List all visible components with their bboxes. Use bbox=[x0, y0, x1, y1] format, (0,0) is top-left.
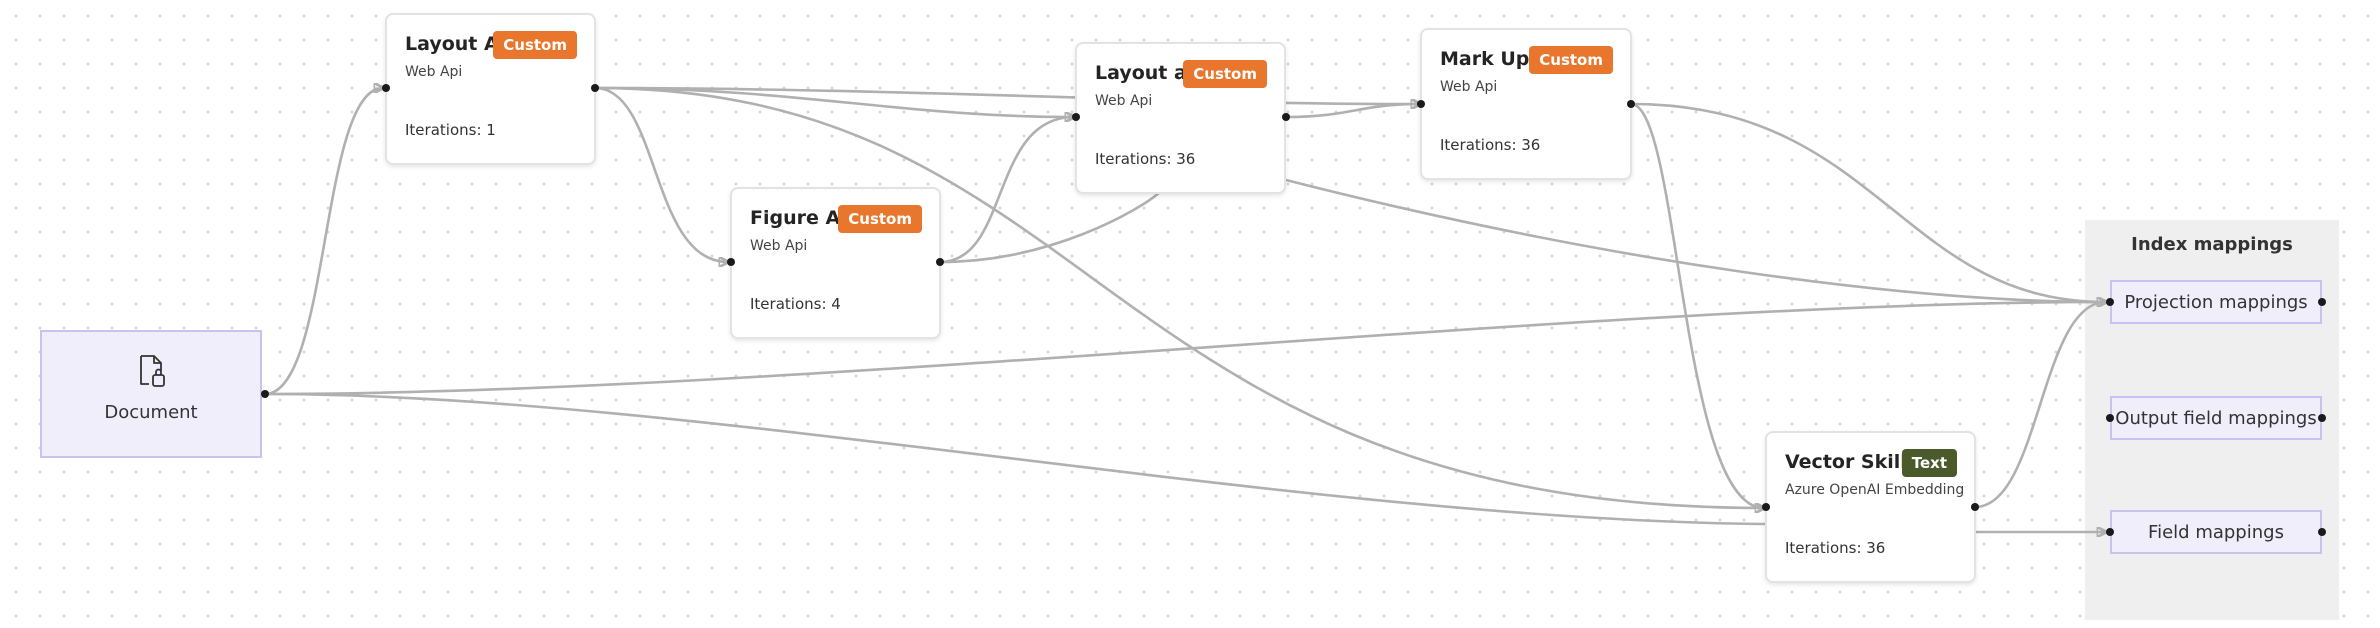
skill-subtitle: Web Api bbox=[1440, 79, 1498, 95]
skill-node-figure-analyzer[interactable]: Figure An... Custom Web Api Iterations: … bbox=[730, 187, 941, 339]
skill-iterations: Iterations: 4 bbox=[750, 295, 841, 313]
document-icon bbox=[140, 355, 165, 387]
figure-analyzer-input-port[interactable] bbox=[727, 258, 735, 266]
index-mappings-title: Index mappings bbox=[2131, 234, 2293, 255]
skill-iterations: Iterations: 36 bbox=[1785, 539, 1886, 557]
text-badge: Text bbox=[1901, 449, 1957, 477]
edge-document-to-projection-mappings bbox=[264, 302, 2106, 396]
skill-node-layout-analyzer-1[interactable]: Layout An... Custom Web Api Iterations: … bbox=[385, 13, 596, 165]
edge-figure-analyzer-to-markup bbox=[939, 191, 1161, 264]
skill-subtitle: Azure OpenAI Embedding bbox=[1785, 482, 1965, 498]
skill-subtitle: Web Api bbox=[1095, 93, 1153, 109]
skill-subtitle: Web Api bbox=[750, 238, 808, 254]
edge-markup-to-vector-skill bbox=[1630, 102, 1764, 508]
markup-input-port[interactable] bbox=[1417, 100, 1425, 108]
layout-analyzer-1-output-port[interactable] bbox=[591, 84, 599, 92]
custom-badge: Custom bbox=[1529, 46, 1613, 74]
field-mappings-output-port[interactable] bbox=[2318, 528, 2326, 536]
field-mappings-input-port[interactable] bbox=[2106, 528, 2114, 536]
output-field-mappings-node[interactable]: Output field mappings bbox=[2110, 396, 2322, 440]
layout-analyzer-2-input-port[interactable] bbox=[1072, 113, 1080, 121]
edge-document-to-vector-skill bbox=[264, 392, 1767, 526]
edge-markup-to-projection-mappings bbox=[1630, 102, 2106, 302]
skill-iterations: Iterations: 36 bbox=[1440, 136, 1541, 154]
custom-badge: Custom bbox=[493, 31, 577, 59]
layout-analyzer-2-output-port[interactable] bbox=[1282, 113, 1290, 121]
projection-mappings-output-port[interactable] bbox=[2318, 298, 2326, 306]
markup-output-port[interactable] bbox=[1627, 100, 1635, 108]
edge-layout-analyzer-1-to-figure-analyzer bbox=[594, 86, 728, 262]
skill-node-markup[interactable]: Mark Up ... Custom Web Api Iterations: 3… bbox=[1420, 28, 1632, 180]
skill-subtitle: Web Api bbox=[405, 64, 463, 80]
skill-title: Vector Skill bbox=[1785, 451, 1907, 473]
figure-analyzer-output-port[interactable] bbox=[936, 258, 944, 266]
edge-layout-analyzer-1-to-markup bbox=[594, 86, 1420, 104]
edge-document-to-layout-analyzer-1 bbox=[264, 88, 383, 396]
layout-analyzer-1-input-port[interactable] bbox=[382, 84, 390, 92]
document-output-port[interactable] bbox=[261, 390, 269, 398]
field-mappings-node[interactable]: Field mappings bbox=[2110, 510, 2322, 554]
projection-mappings-input-port[interactable] bbox=[2106, 298, 2114, 306]
document-node[interactable]: Document bbox=[40, 330, 262, 458]
vector-skill-input-port[interactable] bbox=[1762, 503, 1770, 511]
skill-iterations: Iterations: 1 bbox=[405, 121, 496, 139]
edge-figure-analyzer-to-layout-analyzer-2 bbox=[939, 117, 1074, 264]
skill-node-layout-analyzer-2[interactable]: Layout an... Custom Web Api Iterations: … bbox=[1075, 42, 1286, 194]
projection-mappings-node[interactable]: Projection mappings bbox=[2110, 280, 2322, 324]
document-label: Document bbox=[104, 402, 198, 423]
skill-iterations: Iterations: 36 bbox=[1095, 150, 1196, 168]
edge-layout-analyzer-2-to-projection-mappings bbox=[1285, 178, 2106, 302]
edge-layout-analyzer-2-to-markup bbox=[1285, 104, 1420, 119]
skill-node-vector[interactable]: Vector Skill Text Azure OpenAI Embedding… bbox=[1765, 431, 1976, 583]
custom-badge: Custom bbox=[1183, 60, 1267, 88]
output-field-mappings-output-port[interactable] bbox=[2318, 414, 2326, 422]
custom-badge: Custom bbox=[838, 205, 922, 233]
vector-skill-output-port[interactable] bbox=[1971, 503, 1979, 511]
output-field-mappings-input-port[interactable] bbox=[2106, 414, 2114, 422]
edge-layout-analyzer-1-to-layout-analyzer-2 bbox=[594, 86, 1074, 117]
